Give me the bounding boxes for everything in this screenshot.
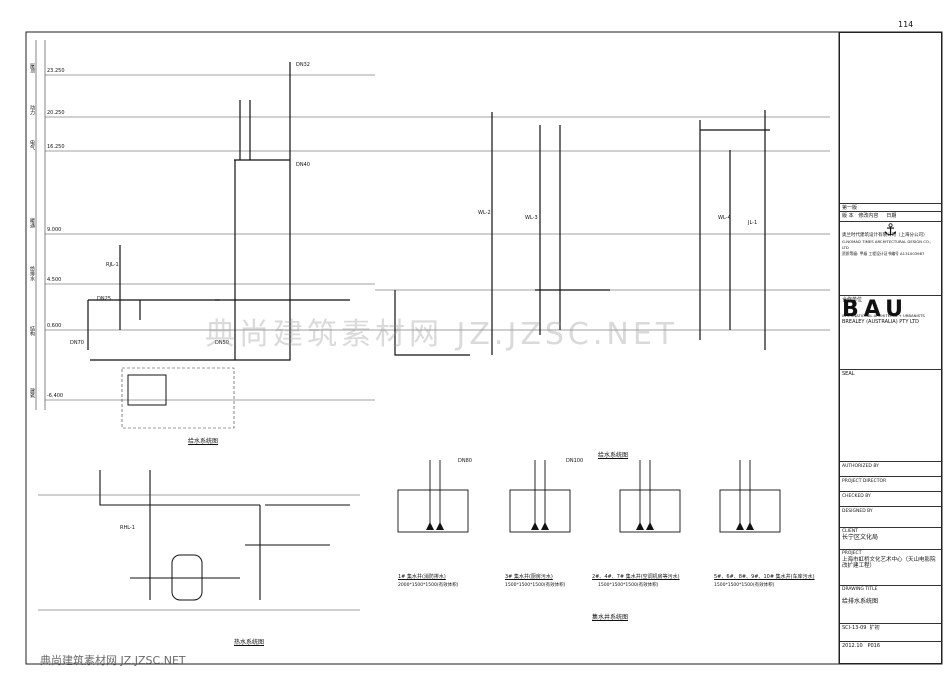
floor-label-6: 建筑 (29, 388, 35, 398)
drawing-title-supply: 给水系统图 (188, 438, 219, 445)
drawing-block: DRAWING TITLE 给排水系统图 (840, 585, 941, 617)
pipe-label: WL-3 (525, 215, 538, 221)
partner-block: 合作单位 BAU INTERNATIONAL ARCHITECTS + URBA… (840, 295, 941, 367)
floor-label-3: 暖通 (29, 218, 35, 228)
sump-size: 1500*1500*1500(有效体积) (714, 583, 775, 588)
drawing-title-drain: 给水系统图 (598, 452, 629, 459)
floor-elev-2: 16.250 (47, 144, 65, 150)
role-designed: DESIGNED BY (840, 506, 941, 516)
hot-water-lines (99, 470, 350, 600)
pipe-label: DN50 (215, 340, 229, 346)
pipe-label: RHL-1 (120, 525, 135, 531)
pipe-label: DN80 (458, 458, 472, 464)
job-row: SCI-13-09 扩初 (840, 623, 941, 632)
project-name: 上海市虹桥文化艺术中心（天山电影院改扩建工程） (842, 557, 936, 569)
floor-elev-6: -6.400 (47, 393, 64, 399)
sump-label: 1# 集水井(消防排水) (398, 574, 446, 580)
drawing-label: DRAWING TITLE (842, 587, 878, 592)
floor-elev-4: 4.500 (47, 277, 62, 283)
role-label: DESIGNED BY (842, 509, 873, 514)
sump-pits (397, 460, 781, 533)
drawing-name: 给排水系统图 (842, 598, 879, 605)
pipe-label: JL-1 (748, 220, 758, 226)
project-block: PROJECT 上海市虹桥文化艺术中心（天山电影院改扩建工程） (840, 549, 941, 585)
date: 2012.10 (842, 643, 863, 649)
seal-label: SEAL (842, 371, 855, 377)
sump-label: 2#、4#、7# 集水井(空调机房等污水) (592, 574, 680, 580)
floor-elev-0: 23.250 (47, 68, 65, 74)
floor-elev-5: 0.600 (47, 323, 62, 329)
partner-sub: INTERNATIONAL ARCHITECTS + URBANISTS (842, 313, 925, 318)
rev-col-version: 版 本 (842, 213, 854, 219)
sump-label: 3# 集水井(厨房污水) (505, 574, 553, 580)
watermark-footer: 典尚建筑素材网 JZ.JZSC.NET (40, 654, 186, 667)
pipe-label: DN25 (97, 296, 111, 302)
floor-label-0: 屋顶 (29, 63, 35, 73)
sump-label: 5#、6#、8#、9#、10# 集水井(车库污水) (714, 574, 815, 580)
date-row: 2012.10 P016 (840, 641, 941, 650)
firm-license: 资质等级: 甲级 工程设计证书编号 A131003987 (842, 251, 925, 256)
floor-label-4: 给排水 (29, 266, 35, 281)
floor-label-1: 动力 (29, 105, 35, 115)
drawing-title-hot: 热水系统图 (234, 639, 265, 646)
client-block: CLIENT 长宁区文化局 (840, 527, 941, 549)
role-authorized: AUTHORIZED BY (840, 461, 941, 471)
client-label: CLIENT (842, 529, 858, 534)
pipe-label: DN40 (296, 162, 310, 168)
rev-header: 版 本 修改内容 日期 (840, 211, 941, 220)
pipe-label: DN32 (296, 62, 310, 68)
role-checked: CHECKED BY (840, 491, 941, 501)
partner-name: BREALEY (AUSTRALIA) PTY LTD (842, 319, 919, 325)
project-label: PROJECT (842, 551, 862, 556)
watermark: 典尚建筑素材网 JZ.JZSC.NET (205, 317, 679, 352)
firm-block: ⚓ 奥兰时代建筑设计有限公司（上海分公司） G-NOMAD TIMES ARCH… (840, 221, 941, 291)
seal-block: SEAL (840, 369, 941, 461)
rev-col-content: 修改内容 (858, 213, 879, 219)
pipe-label: DN100 (566, 458, 584, 464)
job-number: SCI-13-09 (842, 625, 867, 631)
sump-size: 2000*1500*1500(有效体积) (398, 583, 459, 588)
revision-label: 第一版 (842, 205, 858, 211)
role-director: PROJECT DIRECTOR (840, 476, 941, 486)
drawing-title-sump: 集水井系统图 (592, 614, 629, 621)
firm-name-en: G-NOMAD TIMES ARCHITECTURAL DESIGN CO., … (842, 239, 932, 250)
page-number: 114 (898, 20, 914, 29)
sump-size: 1500*1500*1500(有效体积) (505, 583, 566, 588)
title-block: 第一版 版 本 修改内容 日期 ⚓ 奥兰时代建筑设计有限公司（上海分公司） G-… (839, 32, 942, 664)
floor-label-2: 电气 (29, 140, 35, 150)
role-label: AUTHORIZED BY (842, 464, 879, 469)
pipe-label: DN70 (70, 340, 84, 346)
revision-row: 第一版 (840, 203, 941, 212)
floor-elev-3: 9.000 (47, 227, 62, 233)
supply-risers (87, 62, 350, 361)
firm-name-cn: 奥兰时代建筑设计有限公司（上海分公司） (842, 233, 928, 238)
pipe-label: RJL-1 (106, 262, 119, 268)
pipe-label: WL-2 (478, 210, 491, 216)
role-label: CHECKED BY (842, 494, 871, 499)
rev-col-date: 日期 (886, 213, 897, 219)
sump-size: 1500*1500*1500(有效体积) (598, 583, 659, 588)
drain-risers (394, 110, 770, 356)
floor-elev-1: 20.250 (47, 110, 65, 116)
floor-label-5: 结构 (29, 326, 35, 336)
status: 扩初 (869, 625, 880, 631)
drawing-number: P016 (867, 643, 881, 649)
client-name: 长宁区文化局 (842, 534, 879, 541)
pipe-label: WL-4 (718, 215, 731, 221)
partner-label: 合作单位 (842, 297, 863, 303)
role-label: PROJECT DIRECTOR (842, 479, 887, 484)
